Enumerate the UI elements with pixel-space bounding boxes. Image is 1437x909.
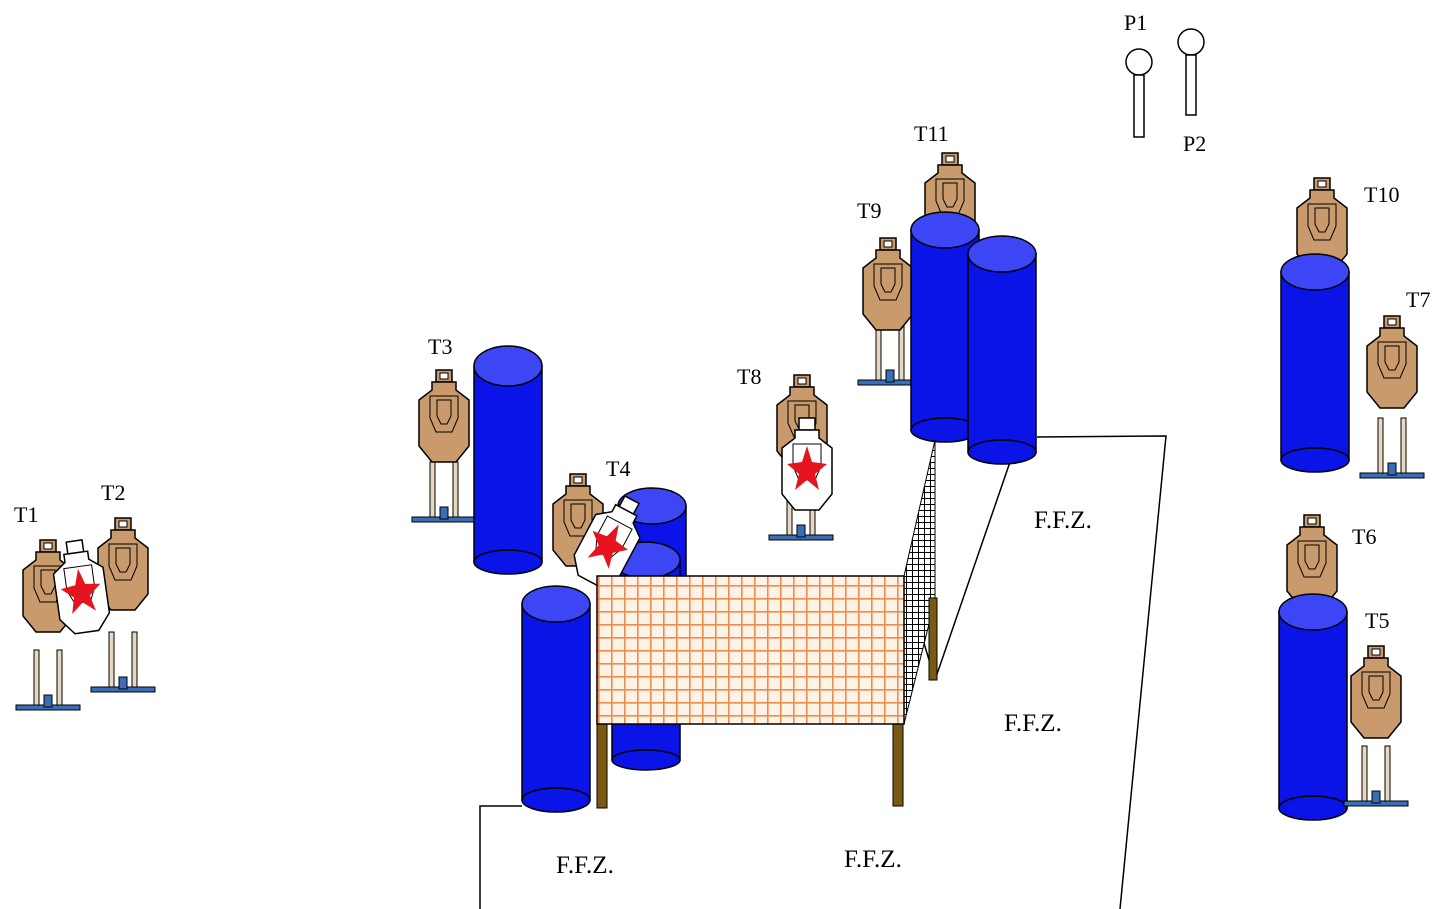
barrel-t10 bbox=[1280, 253, 1350, 473]
label-p2: P2 bbox=[1183, 131, 1206, 156]
label-p1: P1 bbox=[1124, 10, 1147, 35]
label-t5: T5 bbox=[1365, 608, 1389, 633]
target-group-t1-t2 bbox=[15, 517, 156, 711]
target-t9 bbox=[862, 237, 914, 331]
label-t3: T3 bbox=[428, 334, 452, 359]
label-ffz-bottom-left: F.F.Z. bbox=[556, 852, 614, 879]
popper-icon bbox=[1125, 48, 1153, 76]
label-t8: T8 bbox=[737, 364, 761, 389]
mesh-screen bbox=[596, 575, 905, 725]
target-t6 bbox=[1286, 514, 1338, 608]
popper-p1 bbox=[1125, 48, 1153, 138]
popper-icon bbox=[1177, 28, 1205, 56]
label-t2: T2 bbox=[101, 480, 125, 505]
label-t9: T9 bbox=[857, 198, 881, 223]
barrel-t6 bbox=[1278, 593, 1348, 821]
label-t7: T7 bbox=[1406, 287, 1430, 312]
label-t6: T6 bbox=[1352, 524, 1376, 549]
label-t10: T10 bbox=[1364, 182, 1399, 207]
wire-side-panel bbox=[903, 439, 938, 725]
barrel-front-left bbox=[521, 585, 591, 813]
label-t11: T11 bbox=[914, 121, 949, 146]
barrel-t11-right bbox=[967, 235, 1037, 465]
target-t3 bbox=[418, 369, 470, 463]
label-ffz-bottom-center: F.F.Z. bbox=[844, 846, 902, 873]
barrel-t3 bbox=[473, 345, 543, 575]
label-t1: T1 bbox=[14, 502, 38, 527]
label-t4: T4 bbox=[606, 456, 630, 481]
target-t7 bbox=[1366, 315, 1418, 409]
target-t5 bbox=[1350, 645, 1402, 739]
labels: T1 T2 T3 T4 T5 T6 T7 T8 T9 T10 T11 P1 P2… bbox=[14, 10, 1430, 879]
label-ffz-right-upper: F.F.Z. bbox=[1034, 507, 1092, 534]
popper-p2 bbox=[1177, 28, 1205, 116]
label-ffz-right-lower: F.F.Z. bbox=[1004, 710, 1062, 737]
